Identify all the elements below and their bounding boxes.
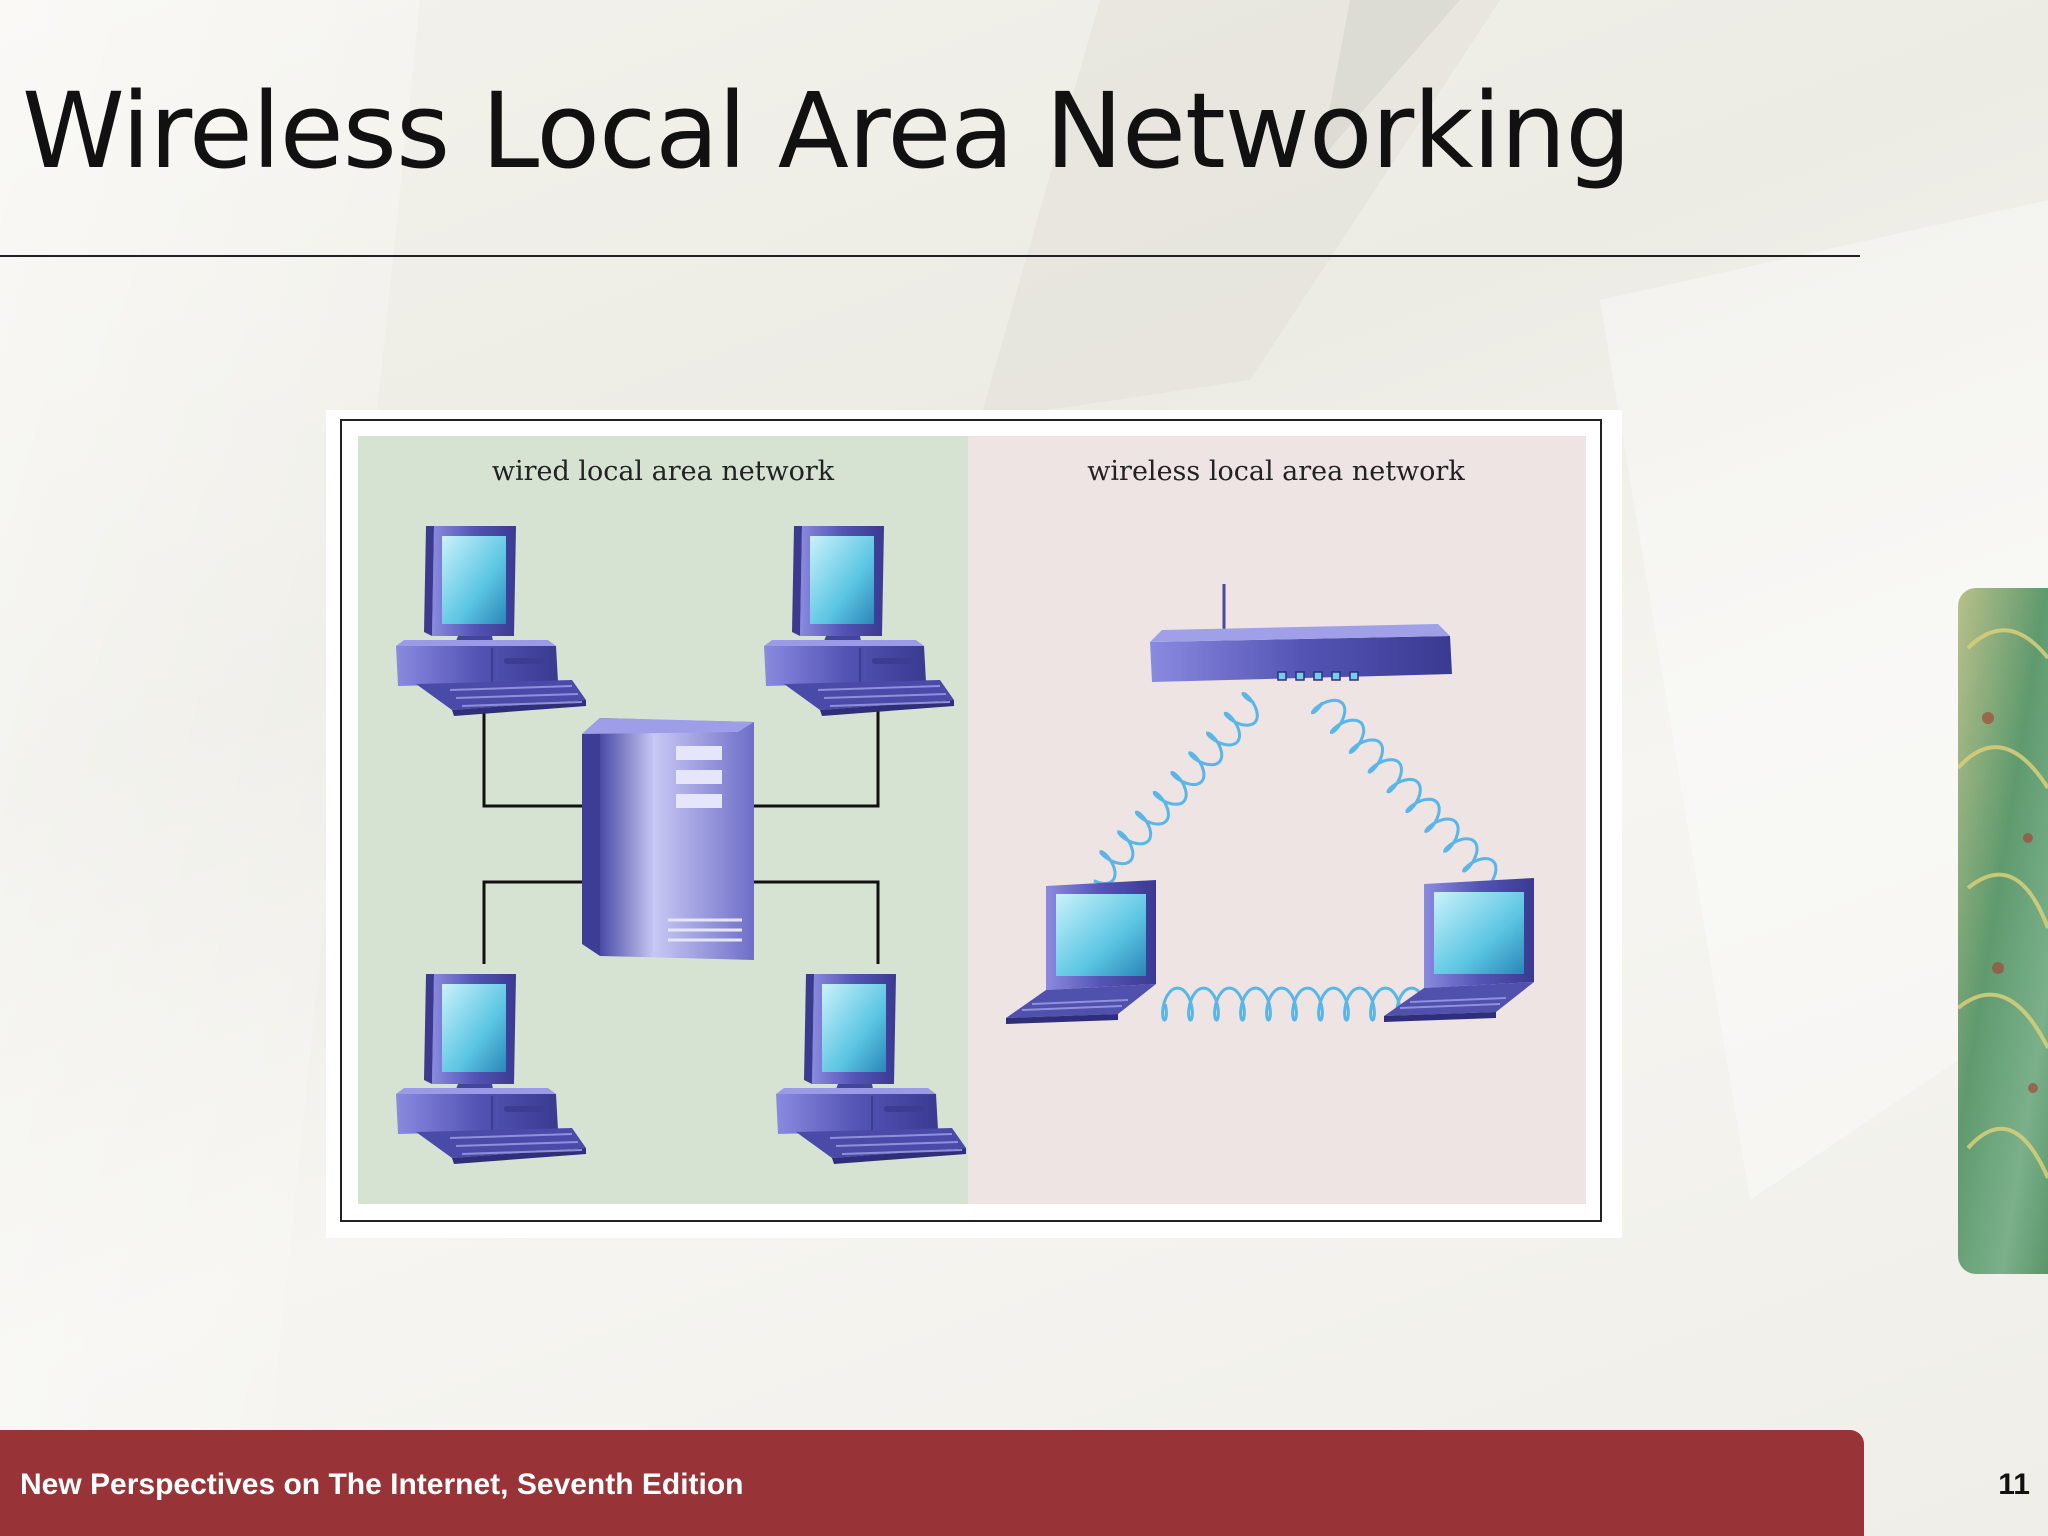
radio-wave-coil (1161, 986, 1427, 1022)
radio-wave-coil (1311, 698, 1498, 882)
server-icon (582, 718, 754, 960)
decorative-tile-image (1958, 588, 2048, 1274)
cable-lines (482, 711, 880, 964)
wireless-panel (968, 436, 1586, 1204)
title-divider (0, 255, 1860, 257)
wireless-router-icon (1150, 584, 1452, 682)
lan-diagram: wired local area network wireless local … (358, 436, 1586, 1204)
footer-text: New Perspectives on The Internet, Sevent… (20, 1468, 744, 1501)
page-number: 11 (1998, 1468, 2030, 1501)
slide-title: Wireless Local Area Networking (22, 70, 1631, 192)
wireless-label: wireless local area network (1087, 456, 1465, 487)
wired-label: wired local area network (492, 456, 835, 487)
footer-bar (0, 1430, 1864, 1536)
radio-waves (1093, 691, 1498, 1022)
radio-wave-coil (1093, 691, 1259, 886)
